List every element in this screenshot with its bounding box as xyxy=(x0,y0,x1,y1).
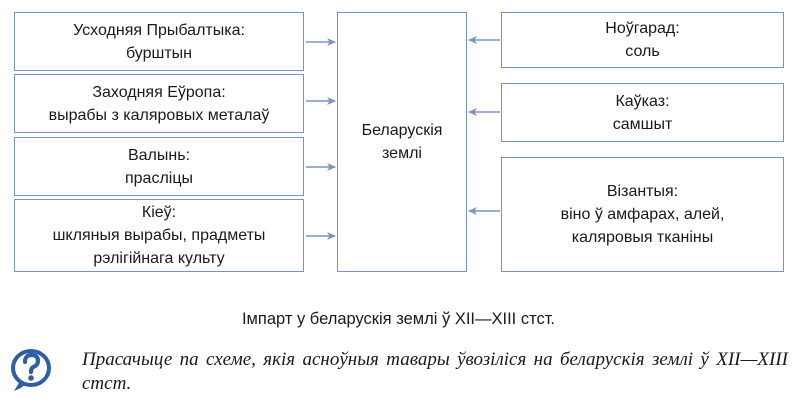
source-box-kyiv: Кіеў: шкляныя вырабы, прадметы рэлігійна… xyxy=(14,199,304,272)
source-region: Візантыя: xyxy=(606,183,679,200)
source-goods: віно ў амфарах, алей, xyxy=(560,206,725,223)
source-region: Кіеў: xyxy=(141,204,177,221)
center-box: Беларускія землі xyxy=(337,12,467,272)
source-box-volhynia: Валынь: прасліцы xyxy=(14,137,304,196)
source-region: Заходняя Еўропа: xyxy=(92,83,226,101)
source-region: Усходняя Прыбалтыка: xyxy=(73,21,245,39)
source-goods: шкляныя вырабы, прадметы xyxy=(52,227,266,244)
source-region: Каўказ: xyxy=(615,92,670,110)
diagram-caption: Імпарт у беларускія землі ў XII—XIII стс… xyxy=(241,310,556,328)
question-icon xyxy=(11,349,51,391)
source-region: Валынь: xyxy=(127,146,191,164)
source-box-caucasus: Каўказ: самшыт xyxy=(501,83,784,142)
source-goods: бурштын xyxy=(125,44,193,62)
source-box-east-baltic: Усходняя Прыбалтыка: бурштын xyxy=(14,12,304,71)
center-line-2: землі xyxy=(382,145,422,162)
source-box-novgorod: Ноўгарад: соль xyxy=(501,12,784,68)
source-goods-cont: рэлігійнага культу xyxy=(93,250,225,267)
source-box-western-europe: Заходняя Еўропа: вырабы з каляровых мета… xyxy=(14,74,304,133)
source-goods: соль xyxy=(625,43,660,60)
source-box-byzantium: Візантыя: віно ў амфарах, алей, каляровы… xyxy=(501,157,784,272)
center-line-1: Беларускія xyxy=(361,122,443,139)
source-goods: прасліцы xyxy=(124,169,193,187)
source-goods-cont: каляровыя тканіны xyxy=(571,229,714,246)
source-region: Ноўгарад: xyxy=(605,20,680,37)
source-goods: вырабы з каляровых металаў xyxy=(48,106,270,124)
question-text: Прасачыце па схеме, якія асноўныя тавары… xyxy=(82,349,788,394)
source-goods: самшыт xyxy=(612,115,673,133)
